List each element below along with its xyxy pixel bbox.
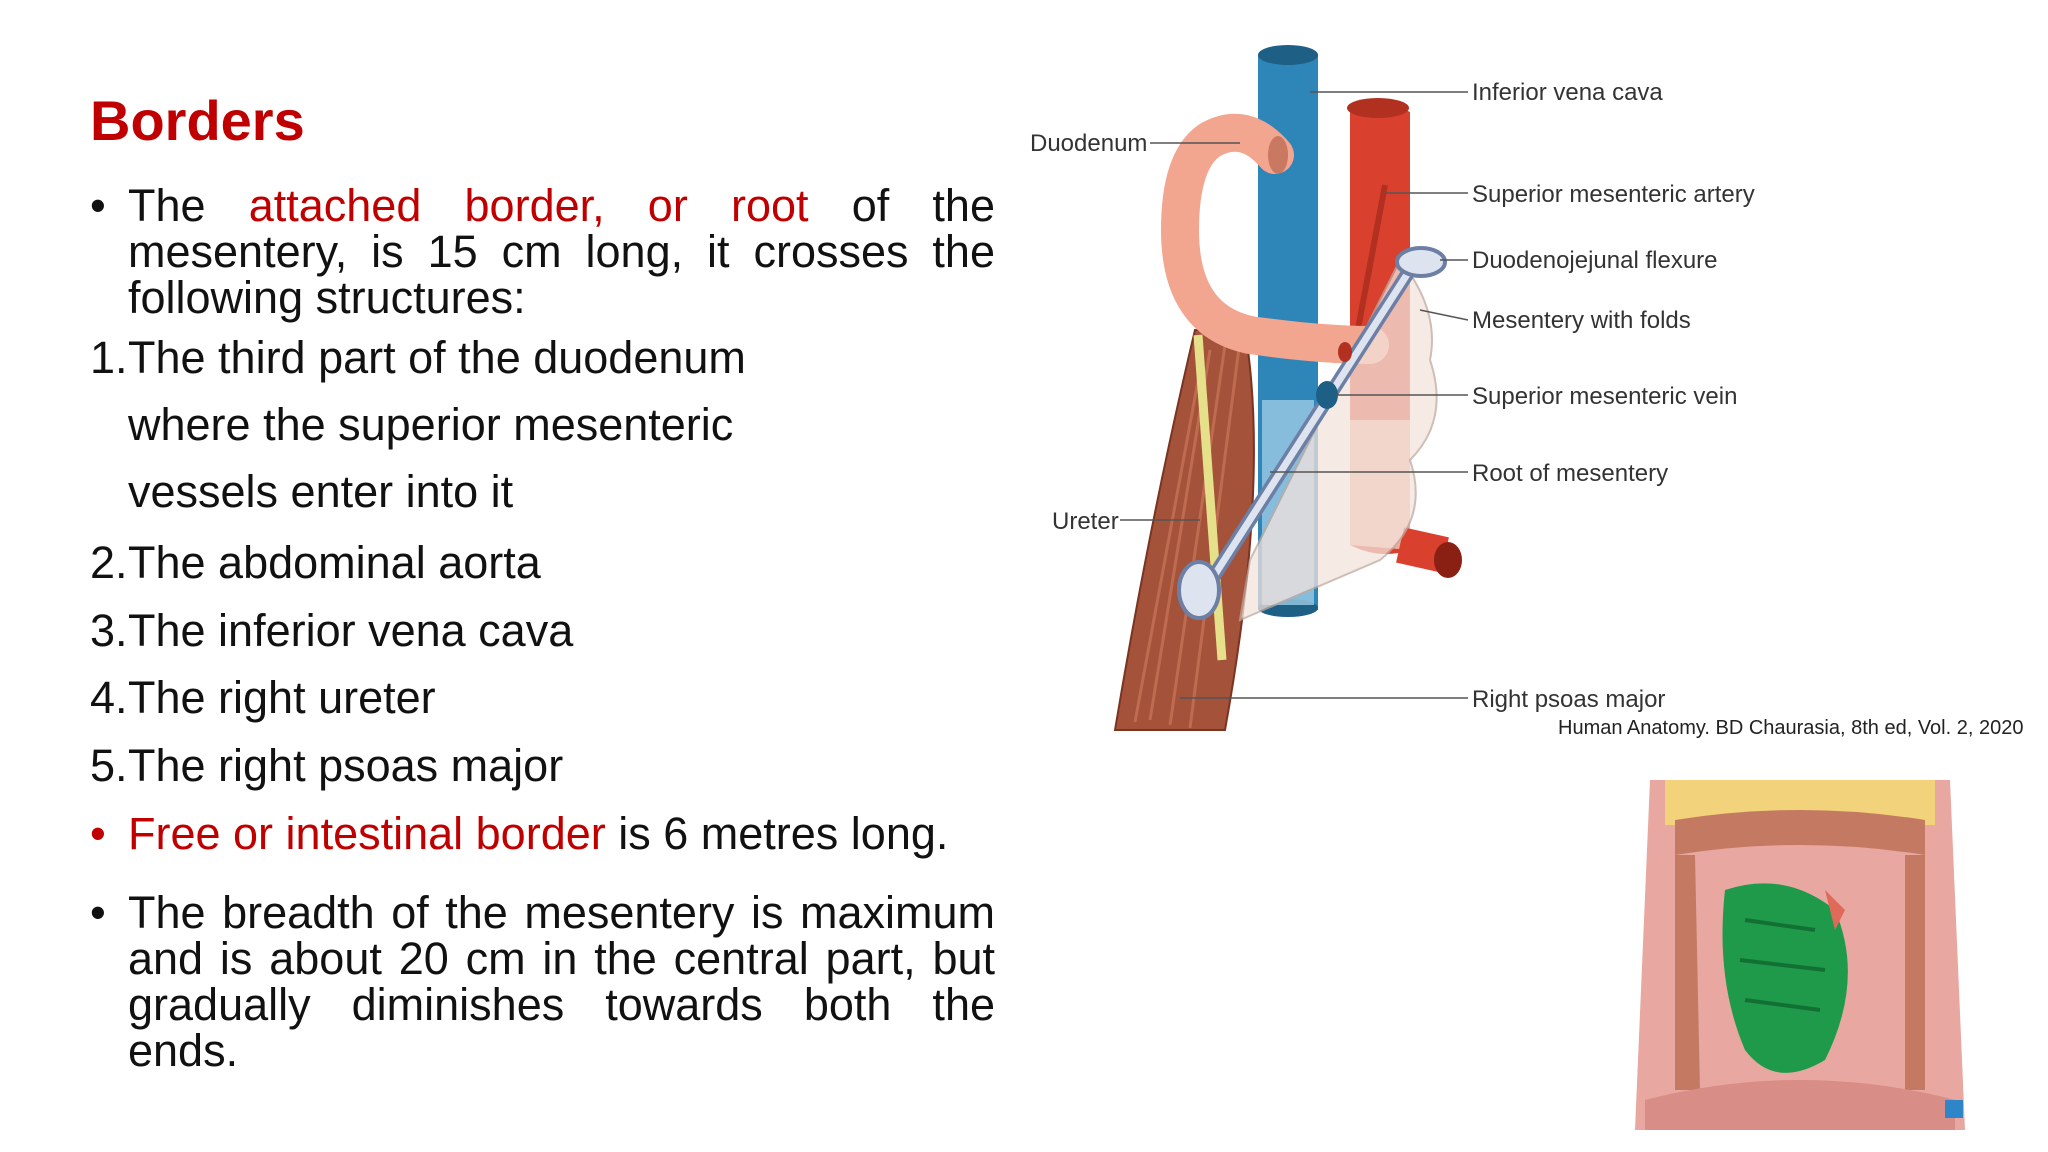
- bullet-marker: •: [90, 180, 106, 231]
- abdomen-illustration: [1605, 760, 1995, 1140]
- label-mesentery-with-folds: Mesentery with folds: [1472, 307, 1691, 334]
- list-item-text: The right ureter: [128, 672, 436, 723]
- label-duodenojejunal-flexure: Duodenojejunal flexure: [1472, 247, 1718, 274]
- list-item-text: The third part of the duodenum: [128, 332, 746, 383]
- list-number: 5.: [90, 740, 128, 791]
- list-item-3: 3.The inferior vena cava: [90, 608, 573, 654]
- list-item-4: 4.The right ureter: [90, 675, 436, 721]
- bullet-marker: •: [90, 808, 106, 859]
- list-number: 3.: [90, 605, 128, 656]
- bullet1-highlight: attached border, or root: [248, 180, 809, 231]
- label-superior-mesenteric-vein: Superior mesenteric vein: [1472, 383, 1737, 410]
- bullet-free-border: • Free or intestinal border is 6 metres …: [90, 811, 995, 857]
- bullet1-pre: The: [128, 180, 249, 231]
- bullet-marker: •: [90, 887, 106, 938]
- citation: Human Anatomy. BD Chaurasia, 8th ed, Vol…: [1558, 717, 2024, 739]
- duodenum-shape: [1160, 113, 1389, 364]
- list-number: 4.: [90, 672, 128, 723]
- list-item-1: 1.The third part of the duodenum: [90, 335, 746, 381]
- list-item-text: The abdominal aorta: [128, 537, 541, 588]
- label-inferior-vena-cava: Inferior vena cava: [1472, 79, 1663, 106]
- list-item-1-line-2: where the superior mesenteric: [128, 399, 734, 450]
- list-number: 2.: [90, 537, 128, 588]
- list-item-text: The inferior vena cava: [128, 605, 574, 656]
- label-ureter: Ureter: [1052, 508, 1119, 535]
- list-item-2: 2.The abdominal aorta: [90, 540, 541, 586]
- label-right-psoas-major: Right psoas major: [1472, 686, 1665, 713]
- label-root-of-mesentery: Root of mesentery: [1472, 460, 1668, 487]
- bullet1-post: of the mesentery, is 15 cm long, it cros…: [128, 180, 995, 323]
- bullet3-text: The breadth of the mesentery is maximum …: [128, 887, 995, 1076]
- mesentery-folds-shape: [1238, 258, 1438, 622]
- mesentery-root-diagram: Inferior vena cava Duodenum Superior mes…: [1030, 45, 1755, 731]
- bullet2-post: is 6 metres long.: [605, 808, 949, 859]
- label-duodenum: Duodenum: [1030, 130, 1147, 157]
- bullet-breadth: • The breadth of the mesentery is maximu…: [90, 890, 995, 1074]
- list-number: 1.: [90, 332, 128, 383]
- ureter-shape: [1193, 334, 1227, 661]
- bullet2-highlight: Free or intestinal border: [128, 808, 606, 859]
- list-item-5: 5.The right psoas major: [90, 743, 563, 789]
- label-superior-mesenteric-artery: Superior mesenteric artery: [1472, 181, 1755, 208]
- list-item-text: The right psoas major: [128, 740, 564, 791]
- list-item-1-line-3: vessels enter into it: [128, 466, 514, 517]
- slide-title: Borders: [90, 89, 305, 152]
- bullet-attached-border: • The attached border, or root of the me…: [90, 183, 995, 321]
